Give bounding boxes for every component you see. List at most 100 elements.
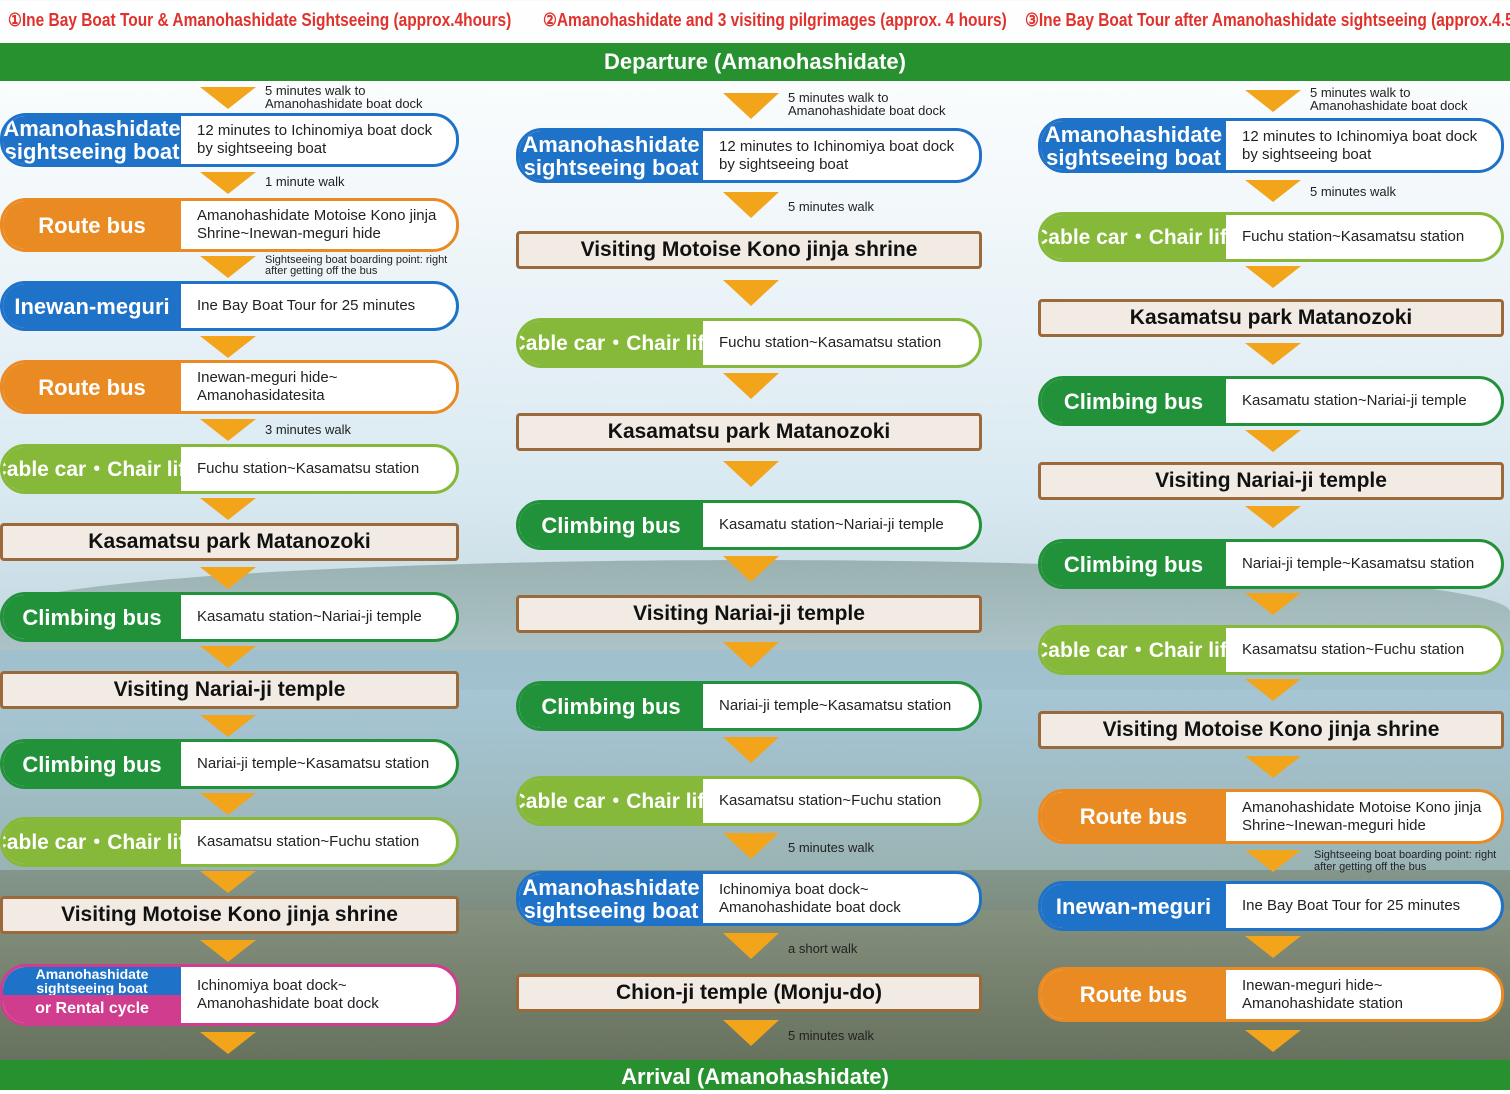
step-desc: Fuchu station~Kasamatsu station	[197, 460, 420, 477]
step-route-bus: Route bus Inewan-meguri hide~ Amanohasid…	[0, 360, 459, 414]
step-climbing: Climbing bus Kasamatu station~Nariai-ji …	[0, 592, 459, 642]
step-label: Cable car・Chair lift	[3, 820, 192, 864]
step-label: Inewan-meguri	[1041, 884, 1226, 928]
step-climbing: Climbing bus Kasamatu station~Nariai-ji …	[516, 500, 982, 550]
step-label: Cable car・Chair lift	[1041, 628, 1234, 672]
step-label: Route bus	[1041, 792, 1226, 841]
step-boat-or-cycle: Amanohashidate sightseeing boat or Renta…	[0, 964, 459, 1026]
step-label: Cable car・Chair lift	[1041, 215, 1234, 259]
step-label: Amanohashidate sightseeing boat	[3, 116, 181, 164]
spot-motoise: Visiting Motoise Kono jinja shrine	[1038, 711, 1504, 749]
down-arrow	[723, 93, 779, 119]
step-label: Route bus	[3, 201, 181, 249]
down-arrow	[1245, 756, 1301, 778]
spot-kasamatsu: Kasamatsu park Matanozoki	[1038, 299, 1504, 337]
down-arrow	[1245, 679, 1301, 701]
step-cable: Cable car・Chair lift Kasamatsu station~F…	[516, 776, 982, 826]
step-route-bus: Route bus Inewan-meguri hide~ Amanohashi…	[1038, 967, 1504, 1022]
step-desc: Kasamatsu station~Fuchu station	[1242, 641, 1465, 658]
step-desc: Ine Bay Boat Tour for 25 minutes	[1242, 897, 1461, 914]
down-arrow	[723, 461, 779, 487]
step-desc: Amanohashidate Motoise Kono jinja Shrine…	[1242, 798, 1482, 834]
spot-nariai: Visiting Nariai-ji temple	[0, 671, 459, 709]
down-arrow	[723, 192, 779, 218]
step-cable: Cable car・Chair lift Fuchu station~Kasam…	[516, 318, 982, 368]
walk-note: 5 minutes walk to Amanohashidate boat do…	[788, 90, 946, 118]
step-label: Route bus	[3, 363, 181, 411]
step-climbing: Climbing bus Nariai-ji temple~Kasamatsu …	[516, 681, 982, 731]
boat-label: Amanohashidate sightseeing boat	[3, 967, 181, 995]
step-cable: Cable car・Chair lift Kasamatsu station~F…	[0, 817, 459, 867]
departure-banner: Departure (Amanohashidate)	[0, 43, 1510, 81]
step-desc: Nariai-ji temple~Kasamatsu station	[719, 697, 952, 714]
step-desc: Amanohashidate Motoise Kono jinja Shrine…	[197, 207, 437, 242]
down-arrow	[723, 1020, 779, 1046]
step-desc: Ichinomiya boat dock~ Amanohashidate boa…	[197, 977, 379, 1012]
down-arrow	[200, 336, 256, 358]
down-arrow	[1245, 506, 1301, 528]
step-label: Climbing bus	[1041, 379, 1226, 423]
walk-note: 5 minutes walk	[788, 1028, 874, 1043]
down-arrow	[200, 419, 256, 441]
step-desc: Kasamatsu station~Fuchu station	[197, 833, 420, 850]
down-arrow	[1245, 593, 1301, 615]
step-desc: Nariai-ji temple~Kasamatsu station	[197, 755, 430, 772]
down-arrow	[200, 256, 256, 278]
walk-note: 5 minutes walk to Amanohashidate boat do…	[265, 83, 423, 111]
step-cable: Cable car・Chair lift Fuchu station~Kasam…	[1038, 212, 1504, 262]
down-arrow	[1245, 1030, 1301, 1052]
down-arrow	[200, 940, 256, 962]
down-arrow	[723, 373, 779, 399]
down-arrow	[723, 933, 779, 959]
step-desc: Kasamatu station~Nariai-ji temple	[197, 608, 422, 625]
step-cable: Cable car・Chair lift Kasamatsu station~F…	[1038, 625, 1504, 675]
down-arrow	[1245, 850, 1301, 872]
spot-chion: Chion-ji temple (Monju-do)	[516, 974, 982, 1012]
step-boat: Amanohashidate sightseeing boat 12 minut…	[1038, 118, 1504, 173]
step-desc: Kasamatu station~Nariai-ji temple	[719, 516, 944, 533]
down-arrow	[723, 642, 779, 668]
down-arrow	[1245, 430, 1301, 452]
down-arrow	[200, 87, 256, 109]
down-arrow	[1245, 180, 1301, 202]
spot-motoise: Visiting Motoise Kono jinja shrine	[516, 231, 982, 269]
step-route-bus: Route bus Amanohashidate Motoise Kono ji…	[1038, 789, 1504, 844]
down-arrow	[723, 556, 779, 582]
column-3-title: ③Ine Bay Boat Tour after Amanohashidate …	[1025, 10, 1510, 30]
step-boat: Amanohashidate sightseeing boat Ichinomi…	[516, 871, 982, 926]
step-label: Amanohashidate sightseeing boat	[519, 874, 703, 923]
step-inewan: Inewan-meguri Ine Bay Boat Tour for 25 m…	[1038, 881, 1504, 931]
spot-nariai: Visiting Nariai-ji temple	[1038, 462, 1504, 500]
step-label: Cable car・Chair lift	[519, 321, 711, 365]
step-label: Amanohashidate sightseeing boat	[1041, 121, 1226, 170]
step-label: Climbing bus	[519, 503, 703, 547]
step-desc: Ine Bay Boat Tour for 25 minutes	[197, 297, 416, 314]
rental-cycle-label: or Rental cycle	[3, 995, 181, 1023]
down-arrow	[200, 172, 256, 194]
spot-nariai: Visiting Nariai-ji temple	[516, 595, 982, 633]
walk-note: 5 minutes walk	[788, 840, 874, 855]
step-desc: 12 minutes to Ichinomiya boat dock by si…	[1242, 127, 1478, 163]
step-cable: Cable car・Chair lift Fuchu station~Kasam…	[0, 444, 459, 494]
arrival-banner: Arrival (Amanohashidate)	[0, 1060, 1510, 1090]
walk-note: 5 minutes walk to Amanohashidate boat do…	[1310, 85, 1468, 113]
down-arrow	[200, 1032, 256, 1054]
walk-note: 5 minutes walk	[788, 199, 874, 214]
step-label: Cable car・Chair lift	[3, 447, 192, 491]
spot-kasamatsu: Kasamatsu park Matanozoki	[516, 413, 982, 451]
down-arrow	[1245, 266, 1301, 288]
step-route-bus: Route bus Amanohashidate Motoise Kono ji…	[0, 198, 459, 252]
step-climbing: Climbing bus Kasamatu station~Nariai-ji …	[1038, 376, 1504, 426]
step-climbing: Climbing bus Nariai-ji temple~Kasamatsu …	[1038, 539, 1504, 589]
spot-kasamatsu: Kasamatsu park Matanozoki	[0, 523, 459, 561]
step-inewan: Inewan-meguri Ine Bay Boat Tour for 25 m…	[0, 281, 459, 331]
boarding-note: Sightseeing boat boarding point: right a…	[265, 254, 448, 277]
walk-note: 5 minutes walk	[1310, 184, 1396, 199]
step-label: Route bus	[1041, 970, 1226, 1019]
step-desc: Nariai-ji temple~Kasamatsu station	[1242, 555, 1475, 572]
down-arrow	[723, 280, 779, 306]
down-arrow	[200, 793, 256, 815]
step-label: Inewan-meguri	[3, 284, 181, 328]
step-label: Climbing bus	[519, 684, 703, 728]
down-arrow	[1245, 90, 1301, 112]
